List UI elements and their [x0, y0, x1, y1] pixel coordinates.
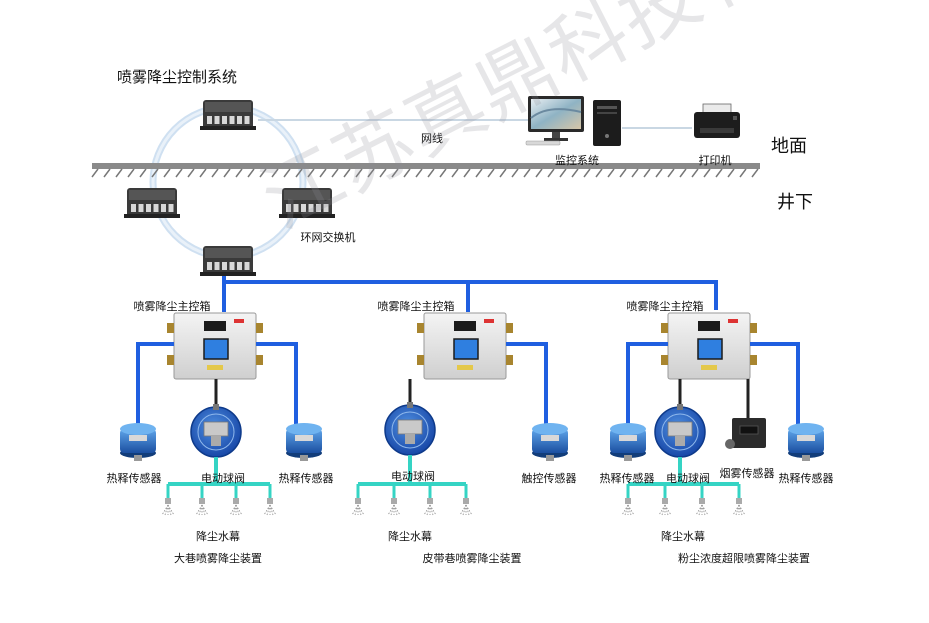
unit3-electric-valve: [654, 404, 706, 458]
unit1-pyro-sensor-1: [120, 423, 156, 461]
unit1-sensor-label-3: 热释传感器: [278, 472, 334, 485]
unit1-water-curtain: [161, 482, 277, 516]
unit1-curtain-label: 降尘水幕: [196, 530, 240, 543]
unit3-curtain-label: 降尘水幕: [661, 530, 705, 543]
unit3-sensor-label-3: 烟雾传感器: [719, 467, 775, 480]
ring-switch-top: [200, 100, 256, 130]
unit2-electric-valve: [384, 402, 436, 456]
unit2-cable-right: [506, 342, 548, 425]
ground-line: [91, 163, 760, 178]
unit2-sensor-label-2: 触控传感器: [521, 472, 577, 485]
ring-switch-left: [124, 188, 180, 218]
ring-switch-right: [279, 188, 335, 218]
unit3-cable-left: [626, 342, 668, 425]
diagram-title: 喷雾降尘控制系统: [117, 68, 238, 86]
monitor-system-icon: [525, 96, 621, 146]
unit3-sensor-label-4: 热释传感器: [778, 472, 834, 485]
unit2-curtain-label: 降尘水幕: [388, 530, 432, 543]
printer-label: 打印机: [698, 154, 732, 167]
unit2-sensor-label-1: 电动球阀: [391, 470, 435, 483]
ring-switch-label: 环网交换机: [300, 231, 356, 244]
unit3-water-curtain: [621, 482, 746, 516]
unit1-sensor-label-2: 电动球阀: [201, 472, 245, 485]
unit1-device-label: 大巷喷雾降尘装置: [174, 552, 262, 565]
unit2-control-box: [417, 312, 513, 380]
unit1-cable-right: [256, 342, 298, 425]
unit3-pyro-sensor-1: [610, 423, 646, 461]
unit2-water-curtain: [351, 482, 473, 516]
unit3-cable-right: [750, 342, 800, 425]
unit3-box-label: 喷雾降尘主控箱: [626, 300, 704, 313]
unit2-device-label: 皮带巷喷雾降尘装置: [422, 552, 522, 565]
unit3-sensor-label-1: 热释传感器: [599, 472, 655, 485]
network-label: 网线: [421, 132, 443, 145]
underground-label: 井下: [777, 192, 813, 213]
unit2-box-label: 喷雾降尘主控箱: [377, 300, 455, 313]
unit1-sensor-label-1: 热释传感器: [106, 472, 162, 485]
printer-icon: [694, 103, 740, 138]
unit1-pyro-sensor-2: [286, 423, 322, 461]
unit3-device-label: 粉尘浓度超限喷雾降尘装置: [678, 552, 810, 565]
ring-switch-bottom: [200, 246, 256, 276]
unit2-touch-sensor: [532, 423, 568, 461]
monitor-label: 监控系统: [555, 154, 599, 167]
unit3-control-box: [661, 312, 757, 380]
unit1-cable-left: [136, 342, 174, 425]
unit3-sensor-label-2: 电动球阀: [666, 472, 710, 485]
unit1-control-box: [167, 312, 263, 380]
ground-label: 地面: [771, 136, 807, 157]
unit3-smoke-sensor: [725, 418, 766, 449]
unit1-box-label: 喷雾降尘主控箱: [133, 300, 211, 313]
unit3-pyro-sensor-2: [788, 423, 824, 461]
unit1-electric-valve: [190, 404, 242, 458]
